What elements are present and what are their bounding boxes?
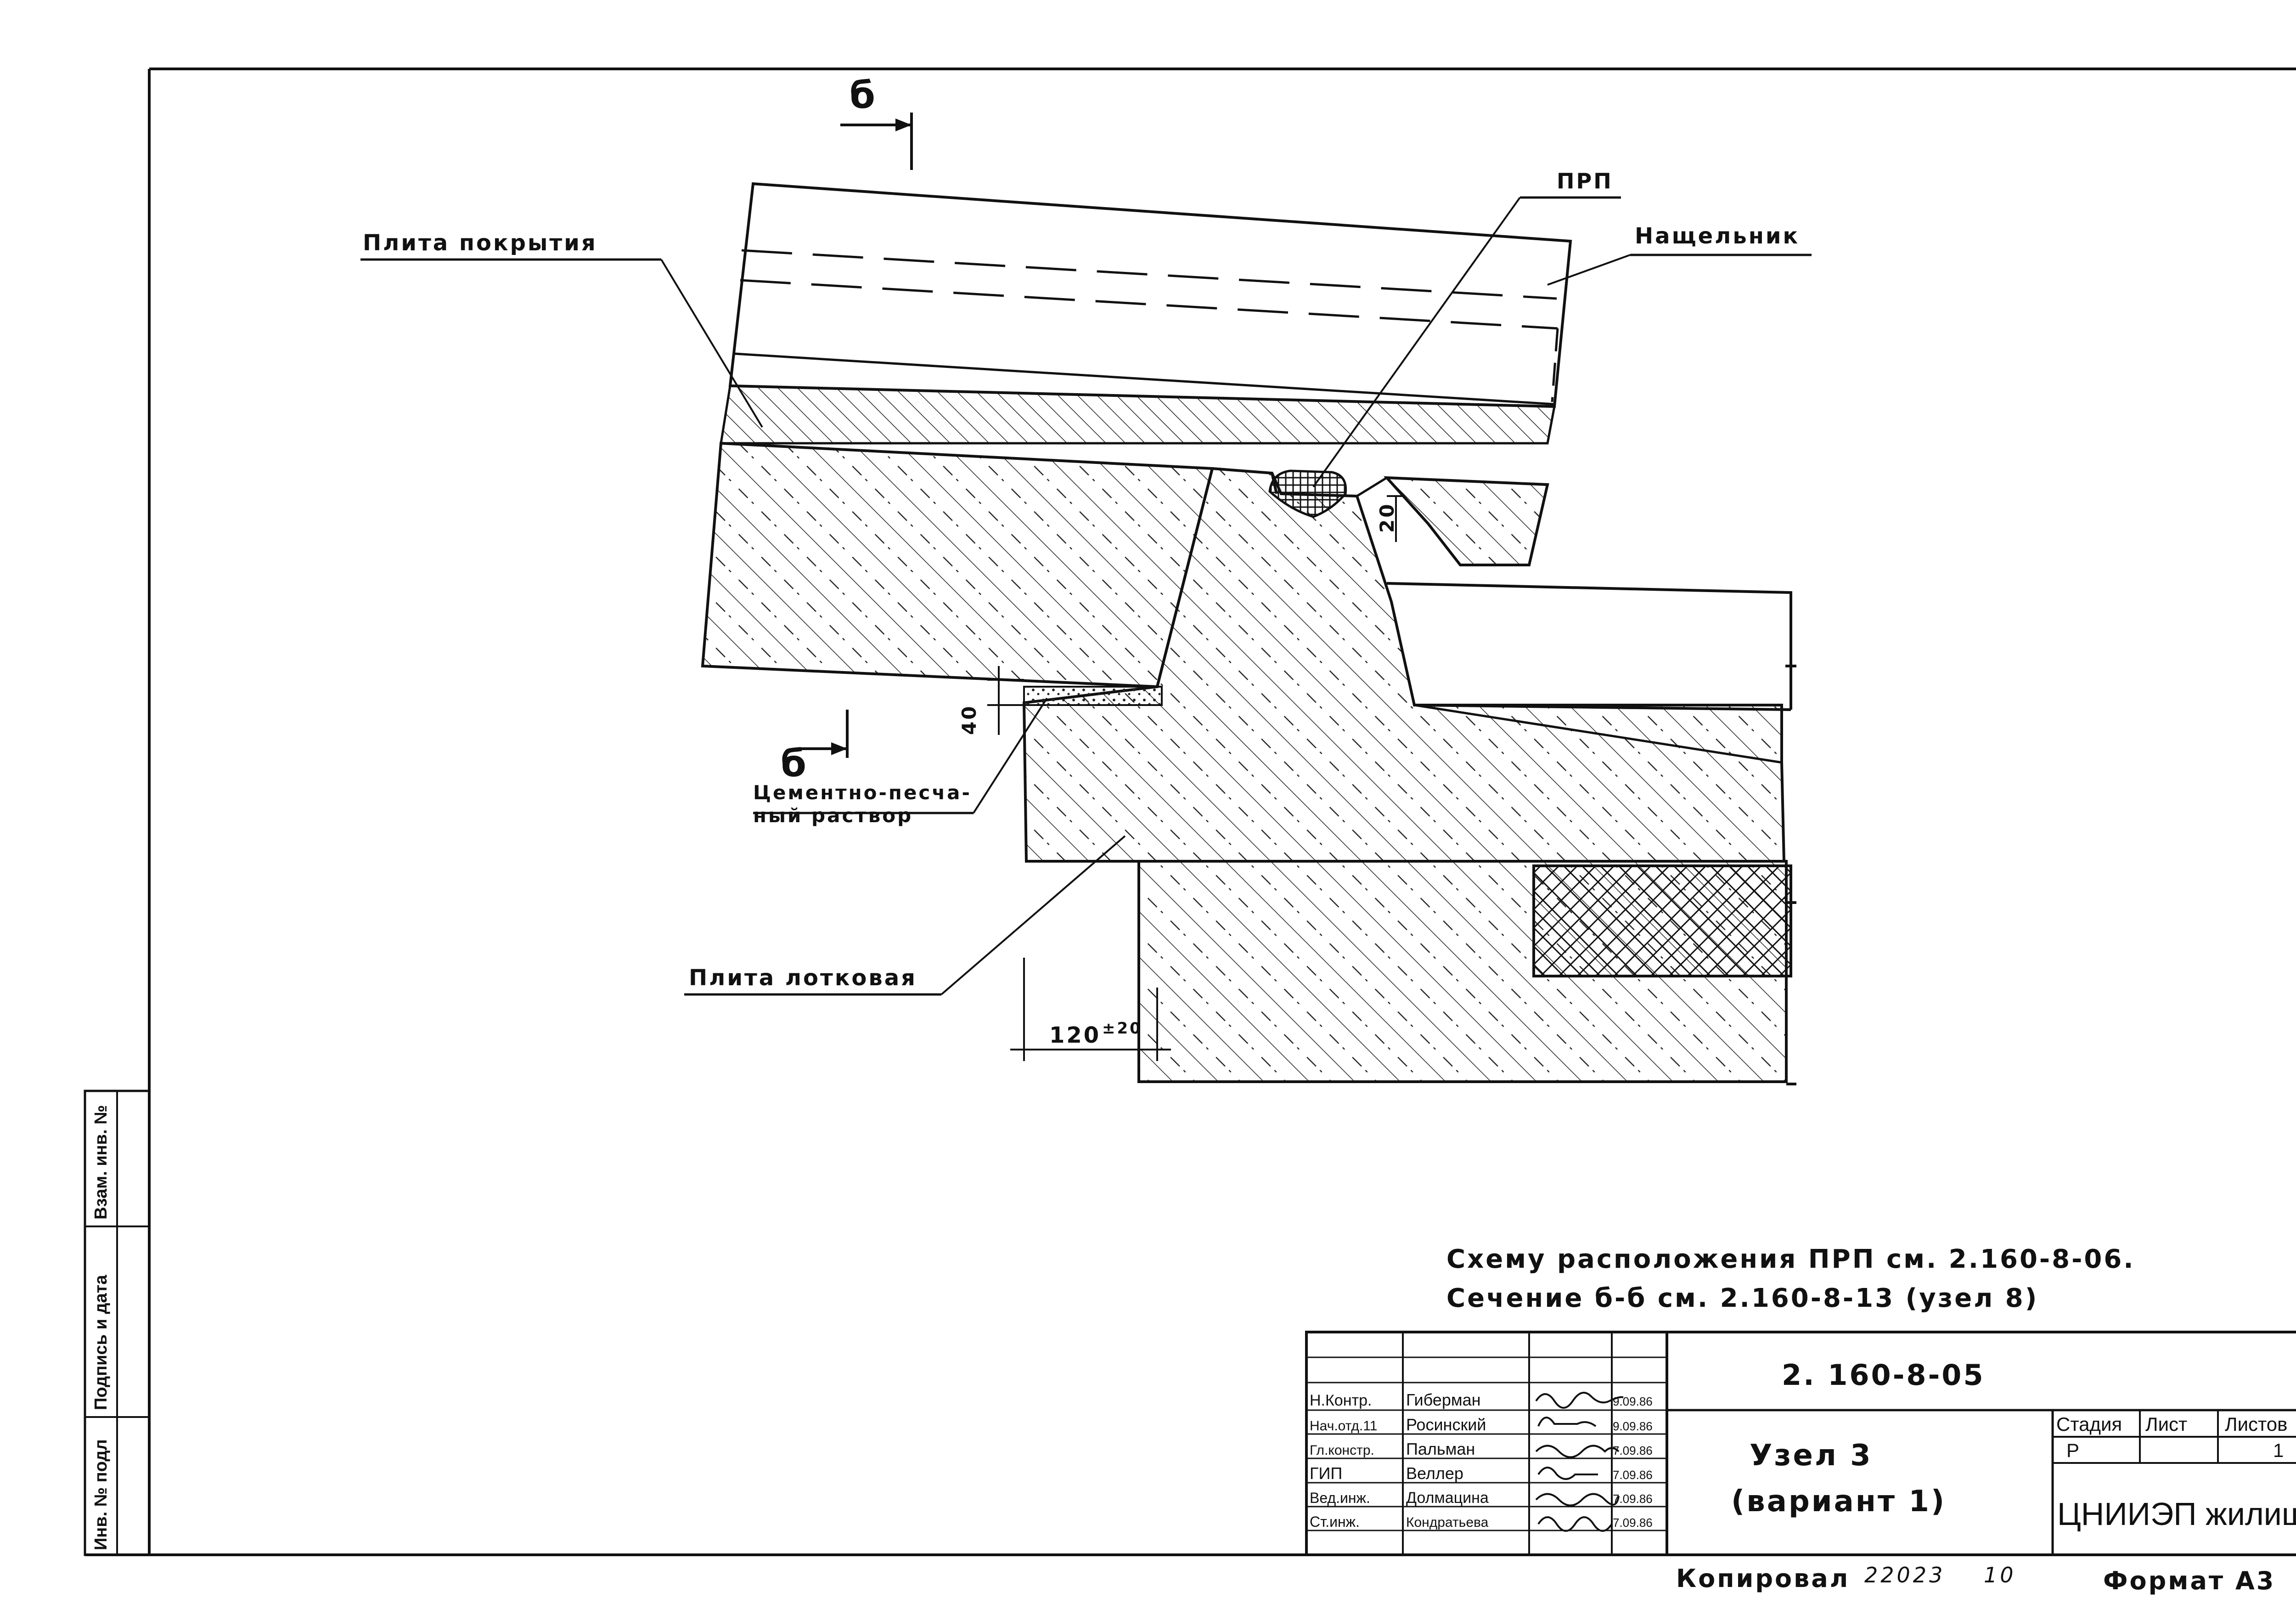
- staff-name: Долмацина: [1406, 1489, 1489, 1507]
- staff-role: Нач.отд.11: [1310, 1418, 1377, 1434]
- leader-mortar: Цементно-песча- ный раствор: [753, 697, 1048, 827]
- dim-120: 120 ±20: [1010, 958, 1171, 1061]
- staff-role: ГИП: [1310, 1464, 1342, 1483]
- footer-copy-number: 22023: [1864, 1563, 1945, 1587]
- staff-date: 7.09.86: [1613, 1468, 1653, 1482]
- tray-slab-lower: [1137, 860, 1796, 1085]
- staff-date: 7.09.86: [1613, 1444, 1653, 1457]
- batten-right: [1356, 476, 1549, 566]
- side-stamp-inv-original: Инв. № подл: [91, 1439, 111, 1550]
- title-block: 2. 160-8-05 Узел 3 (вариант 1) Стадия Ли…: [1305, 1331, 2296, 1556]
- staff-role: Гл.констр.: [1310, 1443, 1374, 1458]
- organization: ЦНИИЭП жилища: [2057, 1496, 2296, 1532]
- staff-name: Кондратьева: [1406, 1515, 1489, 1530]
- staff-name: Веллер: [1406, 1464, 1463, 1483]
- signatures: [1535, 1392, 1624, 1532]
- dim-40: 40: [958, 666, 1024, 735]
- staff-name: Росинский: [1406, 1415, 1486, 1434]
- section-mark-top: б: [840, 74, 913, 170]
- title-line-1: Узел 3: [1750, 1439, 1873, 1473]
- label-tray-slab: Плита лотковая: [689, 965, 917, 991]
- staff-date: 7.09.86: [1613, 1492, 1653, 1506]
- stage-header: Стадия: [2056, 1413, 2122, 1435]
- sheet-header: Лист: [2145, 1413, 2187, 1435]
- stage-value: Р: [2066, 1440, 2079, 1461]
- side-stamp-replaces-inv: Взам. инв. №: [91, 1105, 111, 1220]
- dim-120-tolerance: ±20: [1102, 1019, 1142, 1038]
- side-stamp: Инв. № подл Подпись и дата Взам. инв. №: [84, 1090, 151, 1556]
- cover-slab: [720, 182, 1572, 445]
- leader-tray-slab: Плита лотковая: [684, 835, 1126, 996]
- leader-slab-cover: Плита покрытия: [360, 230, 763, 428]
- dim-40-label: 40: [958, 705, 980, 735]
- dim-20-label: 20: [1376, 503, 1398, 533]
- footer-copy-extra: 10: [1984, 1563, 2016, 1587]
- footer: Копировал 22023 10 Формат А3: [1676, 1563, 2275, 1595]
- tray-slab-right: [1386, 582, 1796, 764]
- doc-code: 2. 160-8-05: [1782, 1358, 1985, 1392]
- note-1: Схему расположения ПРП см. 2.160-8-06.: [1446, 1244, 2135, 1274]
- staff-date: 7.09.86: [1613, 1516, 1653, 1530]
- prp-gasket: [1268, 469, 1347, 518]
- section-mark-top-letter: б: [850, 74, 877, 117]
- leader-batten: Нащельник: [1547, 223, 1812, 286]
- sheets-header: Листов: [2225, 1413, 2287, 1435]
- note-2: Сечение б-б см. 2.160-8-13 (узел 8): [1446, 1283, 2038, 1313]
- dim-120-label: 120: [1049, 1022, 1101, 1048]
- label-batten: Нащельник: [1635, 223, 1800, 249]
- leader-prp: ПРП: [1312, 169, 1621, 488]
- footer-copied-label: Копировал: [1676, 1564, 1850, 1593]
- label-mortar-1: Цементно-песча-: [753, 781, 972, 804]
- staff-name: Пальман: [1406, 1440, 1475, 1458]
- section-mark-bottom: б: [781, 710, 849, 785]
- dim-20: 20: [1376, 495, 1405, 542]
- staff-role: Н.Контр.: [1310, 1392, 1372, 1409]
- side-stamp-signature-date: Подпись и дата: [91, 1275, 111, 1410]
- notes: Схему расположения ПРП см. 2.160-8-06. С…: [1446, 1244, 2135, 1313]
- staff-role: Ст.инж.: [1310, 1513, 1360, 1530]
- left-slab-body: [701, 441, 1214, 689]
- label-prp: ПРП: [1557, 169, 1613, 193]
- title-line-2: (вариант 1): [1731, 1485, 1946, 1519]
- label-mortar-2: ный раствор: [753, 804, 913, 827]
- staff-name: Гиберман: [1406, 1390, 1481, 1409]
- mortar-layer: [1023, 686, 1163, 706]
- staff-date: 9.09.86: [1613, 1419, 1653, 1433]
- footer-format: Формат А3: [2103, 1566, 2275, 1595]
- sheets-value: 1: [2273, 1440, 2284, 1461]
- staff-role: Вед.инж.: [1310, 1490, 1370, 1506]
- node-drawing: б: [360, 74, 1812, 1085]
- staff-table: Н.Контр. Гиберман 9.09.86 Нач.отд.11 Рос…: [1310, 1390, 1653, 1530]
- label-slab-cover: Плита покрытия: [363, 230, 597, 256]
